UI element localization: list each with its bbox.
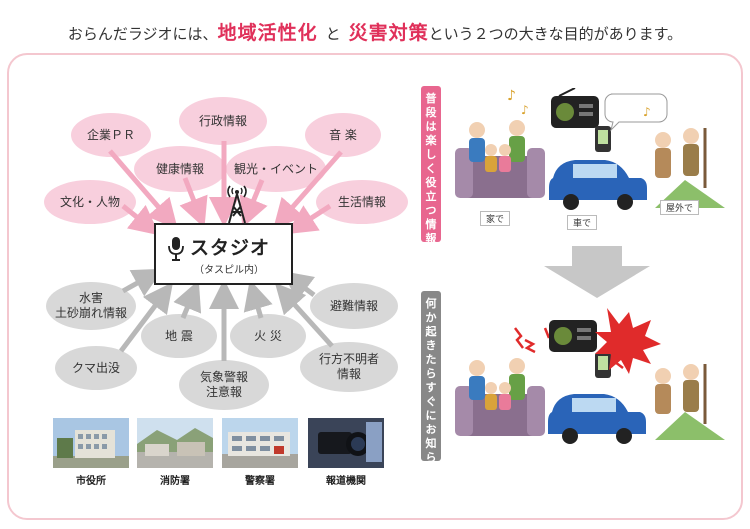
- bubble-evacuation: 避難情報: [310, 283, 398, 329]
- family-figures: [469, 120, 525, 172]
- source-label-city-hall: 市役所: [76, 476, 106, 487]
- police-station-photo: [222, 418, 298, 468]
- headline-accent-revitalization: 地域活性化: [217, 22, 318, 44]
- bubble-weather-warnings: 気象警報注意報: [179, 360, 269, 410]
- studio-title: スタジオ: [190, 237, 271, 259]
- phone-icon: [595, 126, 611, 152]
- svg-text:♪: ♪: [521, 103, 529, 117]
- city-hall-photo: [53, 418, 129, 468]
- headline: おらんだラジオには、地域活性化と災害対策という２つの大きな目的があります。: [0, 18, 750, 45]
- source-label-press: 報道機関: [326, 476, 366, 487]
- bubble-bear-sighting: クマ出没: [55, 346, 137, 390]
- source-label-police-station: 警察署: [245, 476, 275, 487]
- radio-icon: [551, 88, 599, 128]
- car-icon: [549, 160, 647, 210]
- headline-accent-disaster: 災害対策: [348, 22, 429, 44]
- scene-label-home: 家で: [480, 211, 511, 226]
- svg-text:♪: ♪: [507, 88, 516, 104]
- press-camera-photo: [308, 418, 384, 468]
- emergency-alert-scene: [455, 308, 725, 444]
- bubble-health-info: 健康情報: [134, 146, 226, 192]
- bubble-flood-landslide: 水害土砂崩れ情報: [46, 282, 136, 330]
- speech-bubble-icon: [604, 93, 668, 132]
- alert-burst-icon: [595, 308, 661, 374]
- transition-arrow-icon: [544, 246, 650, 298]
- bubble-corporate-pr: 企業ＰＲ: [71, 113, 151, 157]
- daily-listening-scene: ♪ ♪ ♪: [455, 88, 725, 210]
- bubble-administrative-info: 行政情報: [179, 97, 267, 145]
- bubble-fire: 火 災: [230, 314, 306, 358]
- svg-text:♪: ♪: [643, 105, 651, 119]
- microphone-icon: [168, 237, 184, 261]
- daily-label-text: 普段は楽しく役立つ情報を: [425, 92, 437, 259]
- fire-station-photo: [137, 418, 213, 468]
- source-label-fire-station: 消防署: [160, 476, 190, 487]
- bubble-music: 音 楽: [305, 113, 381, 157]
- bubble-living-info: 生活情報: [316, 180, 408, 224]
- scene-label-outdoor: 屋外で: [660, 200, 700, 215]
- headline-suffix: という２つの大きな目的があります。: [428, 25, 683, 43]
- studio-subtitle: （タスピル内）: [194, 265, 264, 276]
- daily-label: 普段は楽しく役立つ情報を: [421, 86, 441, 259]
- bubble-earthquake: 地 震: [141, 314, 217, 358]
- scene-label-car: 車で: [567, 215, 598, 230]
- daily-arrows: [108, 141, 343, 236]
- broadcast-tower-icon: [227, 185, 247, 224]
- emergency-label-text: 何か起きたらすぐにお知らせ: [425, 297, 437, 478]
- bubble-culture-people: 文化・人物: [44, 180, 136, 224]
- headline-middle: と: [325, 25, 341, 43]
- emergency-label: 何か起きたらすぐにお知らせ: [421, 291, 441, 478]
- bubble-missing-persons: 行方不明者情報: [300, 342, 398, 392]
- studio-box: スタジオ （タスピル内）: [154, 223, 293, 285]
- headline-prefix: おらんだラジオには、: [67, 25, 218, 43]
- disaster-arrows: [119, 268, 334, 361]
